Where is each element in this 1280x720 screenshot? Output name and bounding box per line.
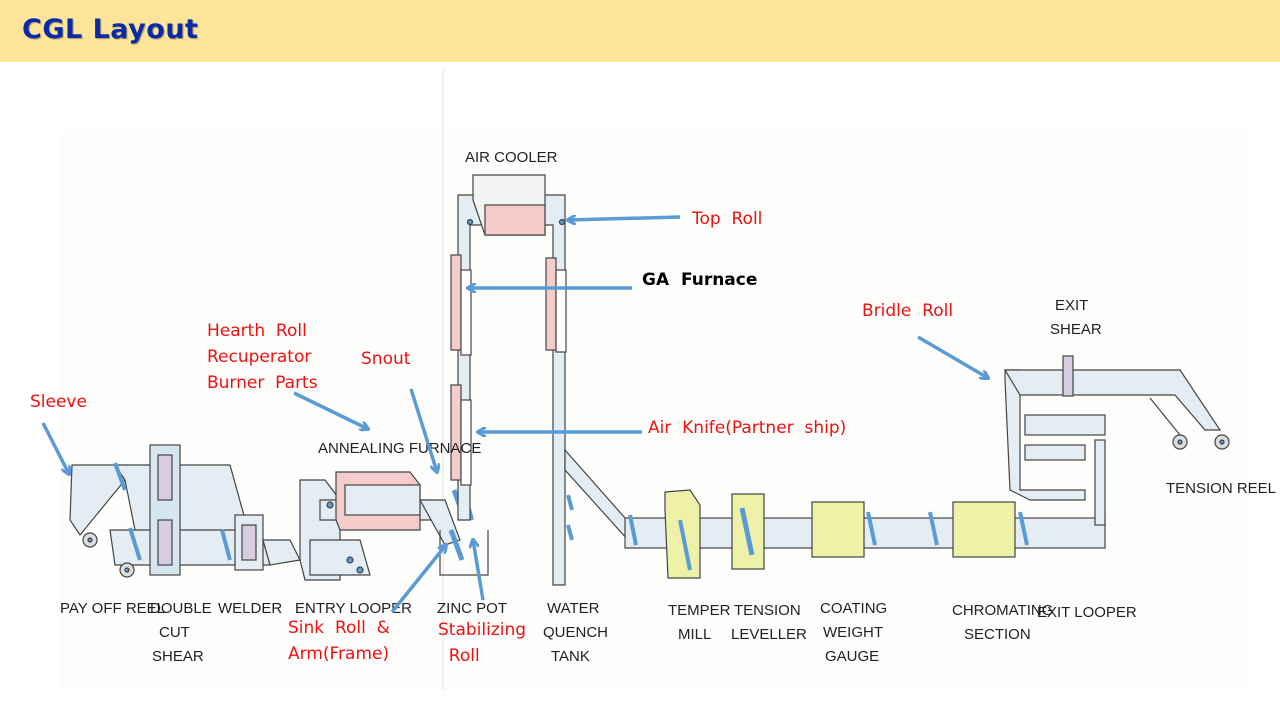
label-temper-mill-1: TEMPER	[668, 602, 731, 619]
top-roll-arrow	[568, 217, 681, 220]
label-exit-looper: EXIT LOOPER	[1037, 604, 1137, 621]
label-pay-off-reel: PAY OFF REEL	[60, 600, 165, 617]
hearth-roll-arrow	[293, 391, 368, 429]
ga-tower	[450, 174, 642, 586]
tension-reel	[1149, 397, 1230, 450]
label-water-quench-2: QUENCH	[543, 624, 608, 641]
callout-ga-furnace: GA Furnace	[642, 270, 758, 290]
label-coating-3: GAUGE	[825, 648, 879, 665]
label-coating-2: WEIGHT	[823, 624, 883, 641]
sleeve-arrow	[41, 422, 69, 474]
label-air-cooler: AIR COOLER	[465, 149, 558, 166]
chromating-section	[952, 501, 1029, 558]
tension-leveller	[731, 493, 765, 570]
header-band: CGL Layout	[0, 0, 1280, 62]
figure-background	[60, 130, 1250, 690]
coating-weight-gauge	[811, 501, 939, 558]
snout-arrow	[409, 388, 437, 472]
label-exit-shear-1: EXIT	[1055, 297, 1088, 314]
label-coating-1: COATING	[820, 600, 887, 617]
label-double-cut-shear-3: SHEAR	[152, 648, 204, 665]
label-temper-mill-2: MILL	[678, 626, 711, 643]
label-exit-shear-2: SHEAR	[1050, 321, 1102, 338]
callout-snout: Snout	[361, 349, 411, 369]
stabilizing-roll-arrow	[473, 540, 485, 601]
callout-sleeve: Sleeve	[30, 392, 87, 412]
callout-top-roll: Top Roll	[692, 209, 763, 229]
label-entry-looper: ENTRY LOOPER	[295, 600, 412, 617]
label-annealing-furnace: ANNEALING FURNACE	[318, 440, 481, 457]
temper-mill	[664, 489, 701, 579]
label-tension-leveller-2: LEVELLER	[731, 626, 807, 643]
callout-air-knife: Air Knife(Partner ship)	[648, 418, 847, 438]
label-tension-reel: TENSION REEL	[1166, 480, 1276, 497]
bridle-roll-arrow	[917, 335, 988, 378]
label-double-cut-shear-1: DOUBLE	[150, 600, 212, 617]
label-chromating-1: CHROMATING	[952, 602, 1053, 619]
label-welder: WELDER	[218, 600, 282, 617]
label-water-quench-1: WATER	[547, 600, 600, 617]
annealing-furnace	[335, 471, 461, 546]
welder	[220, 514, 301, 571]
exit-shear	[1003, 355, 1222, 431]
callout-bridle-roll: Bridle Roll	[862, 301, 954, 321]
callout-hearth-roll: Hearth Roll Recuperator Burner Parts	[207, 321, 318, 393]
callout-sink-roll: Sink Roll & Arm(Frame)	[288, 618, 390, 664]
page-title: CGL Layout	[22, 14, 199, 45]
label-chromating-2: SECTION	[964, 626, 1031, 643]
label-double-cut-shear-2: CUT	[159, 624, 190, 641]
label-zinc-pot: ZINC POT	[437, 600, 507, 617]
label-water-quench-3: TANK	[551, 648, 590, 665]
double-cut-shear	[149, 444, 181, 576]
callout-stabilizing-roll: Stabilizing Roll	[438, 620, 527, 666]
label-tension-leveller-1: TENSION	[734, 602, 801, 619]
sink-roll-arrow	[390, 545, 446, 614]
